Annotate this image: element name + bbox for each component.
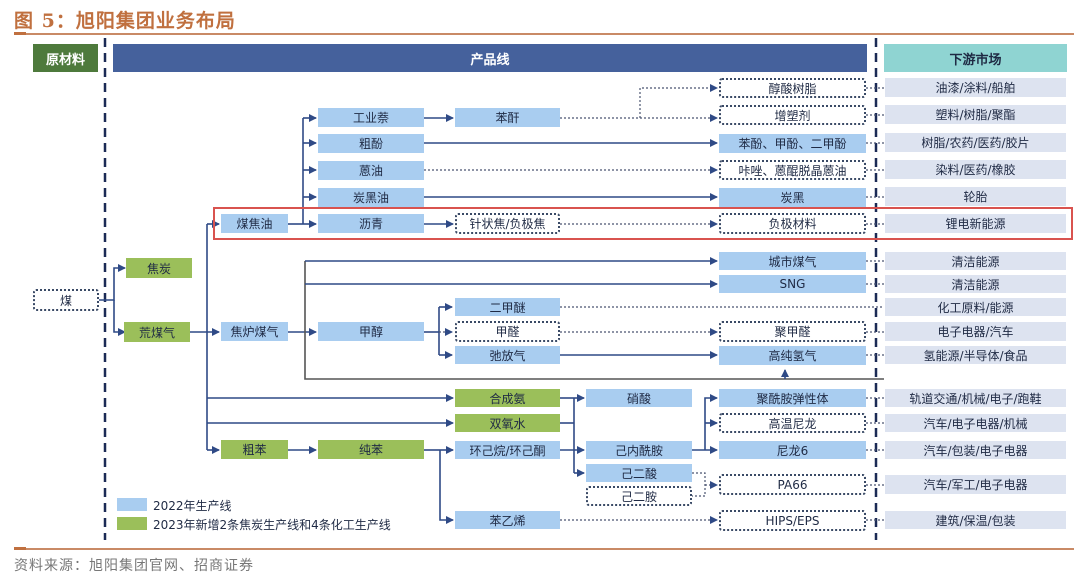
node-hips-eps: HIPS/EPS <box>719 510 866 531</box>
market-item: 化工原料/能源 <box>885 298 1066 316</box>
legend-label-2022: 2022年生产线 <box>153 499 232 513</box>
node-coke-oven-gas: 焦炉煤气 <box>221 322 288 341</box>
market-item: 建筑/保温/包装 <box>885 511 1066 529</box>
node-pa-elastomer: 聚酰胺弹性体 <box>719 389 866 407</box>
node-high-purity-hydrogen: 高纯氢气 <box>719 346 866 365</box>
market-item: 清洁能源 <box>885 252 1066 270</box>
solid-connectors <box>99 38 884 540</box>
header-product-line: 产品线 <box>113 44 867 72</box>
dotted-connectors <box>424 84 884 524</box>
node-carbazole: 咔唑、蒽醌脱晶蒽油 <box>719 160 866 180</box>
header-raw-material: 原材料 <box>33 44 98 72</box>
node-styrene: 苯乙烯 <box>455 511 560 529</box>
legend-label-2023: 2023年新增2条焦炭生产线和4条化工生产线 <box>153 518 391 532</box>
market-item: 清洁能源 <box>885 275 1066 293</box>
market-item: 树脂/农药/医药/胶片 <box>885 133 1066 152</box>
node-hmda: 己二胺 <box>586 486 692 506</box>
node-adipic-acid: 己二酸 <box>586 464 692 482</box>
source-rule <box>14 547 1074 550</box>
market-item: 油漆/涂料/船舶 <box>885 78 1066 97</box>
node-coal-tar: 煤焦油 <box>221 214 288 233</box>
node-alkyd-resin: 醇酸树脂 <box>719 78 866 98</box>
market-item: 锂电新能源 <box>885 214 1066 233</box>
legend-swatch-2022 <box>117 498 147 511</box>
node-carbon-black-oil: 炭黑油 <box>318 188 424 207</box>
market-item: 汽车/军工/电子电器 <box>885 475 1066 494</box>
node-anode-material: 负极材料 <box>719 213 866 234</box>
node-nitric-acid: 硝酸 <box>586 389 692 407</box>
node-pure-benzene: 纯苯 <box>318 440 424 459</box>
node-raw-gas: 荒煤气 <box>124 322 190 342</box>
market-item: 电子电器/汽车 <box>885 322 1066 341</box>
node-dme: 二甲醚 <box>455 298 560 316</box>
legend-swatch-2023 <box>117 517 147 530</box>
node-cyclohexane: 环己烷/环己酮 <box>455 441 560 459</box>
market-item: 氢能源/半导体/食品 <box>885 346 1066 364</box>
market-item: 汽车/电子电器/机械 <box>885 414 1066 432</box>
node-pa66: PA66 <box>719 474 866 495</box>
market-item: 塑料/树脂/聚酯 <box>885 105 1066 124</box>
node-plasticizer: 增塑剂 <box>719 105 866 125</box>
title-rule <box>14 32 1074 35</box>
node-city-gas: 城市煤气 <box>719 252 866 270</box>
highlight-frame <box>213 207 1073 240</box>
node-naphthalene: 工业萘 <box>318 108 424 127</box>
node-methanol: 甲醇 <box>318 322 424 341</box>
market-item: 汽车/包装/电子电器 <box>885 441 1066 459</box>
node-nylon6: 尼龙6 <box>719 441 866 459</box>
node-crude-benzene: 粗苯 <box>221 440 288 459</box>
node-ammonia: 合成氨 <box>455 389 560 407</box>
figure-title: 图 5：旭阳集团业务布局 <box>14 10 236 32</box>
node-phenols: 苯酚、甲酚、二甲酚 <box>719 134 866 153</box>
source-note: 资料来源：旭阳集团官网、招商证券 <box>14 558 254 574</box>
node-purge-gas: 弛放气 <box>455 346 560 364</box>
market-item: 染料/医药/橡胶 <box>885 160 1066 179</box>
node-carbon-black: 炭黑 <box>719 188 866 207</box>
node-phthalic-anhydride: 苯酐 <box>455 108 560 127</box>
node-hydrogen-peroxide: 双氧水 <box>455 414 560 432</box>
node-formaldehyde: 甲醛 <box>455 321 560 342</box>
header-downstream-market: 下游市场 <box>884 44 1067 72</box>
node-pitch: 沥青 <box>318 214 424 233</box>
node-caprolactam: 己内酰胺 <box>586 441 692 459</box>
node-crude-phenol: 粗酚 <box>318 134 424 153</box>
node-polyformaldehyde: 聚甲醛 <box>719 321 866 342</box>
market-item: 轨道交通/机械/电子/跑鞋 <box>885 389 1066 407</box>
node-ht-nylon: 高温尼龙 <box>719 413 866 433</box>
node-anthracene-oil: 蒽油 <box>318 161 424 180</box>
node-coal: 煤 <box>33 289 99 311</box>
node-needle-coke: 针状焦/负极焦 <box>455 213 560 234</box>
node-coke: 焦炭 <box>126 258 192 278</box>
node-sng: SNG <box>719 275 866 293</box>
market-item: 轮胎 <box>885 187 1066 206</box>
